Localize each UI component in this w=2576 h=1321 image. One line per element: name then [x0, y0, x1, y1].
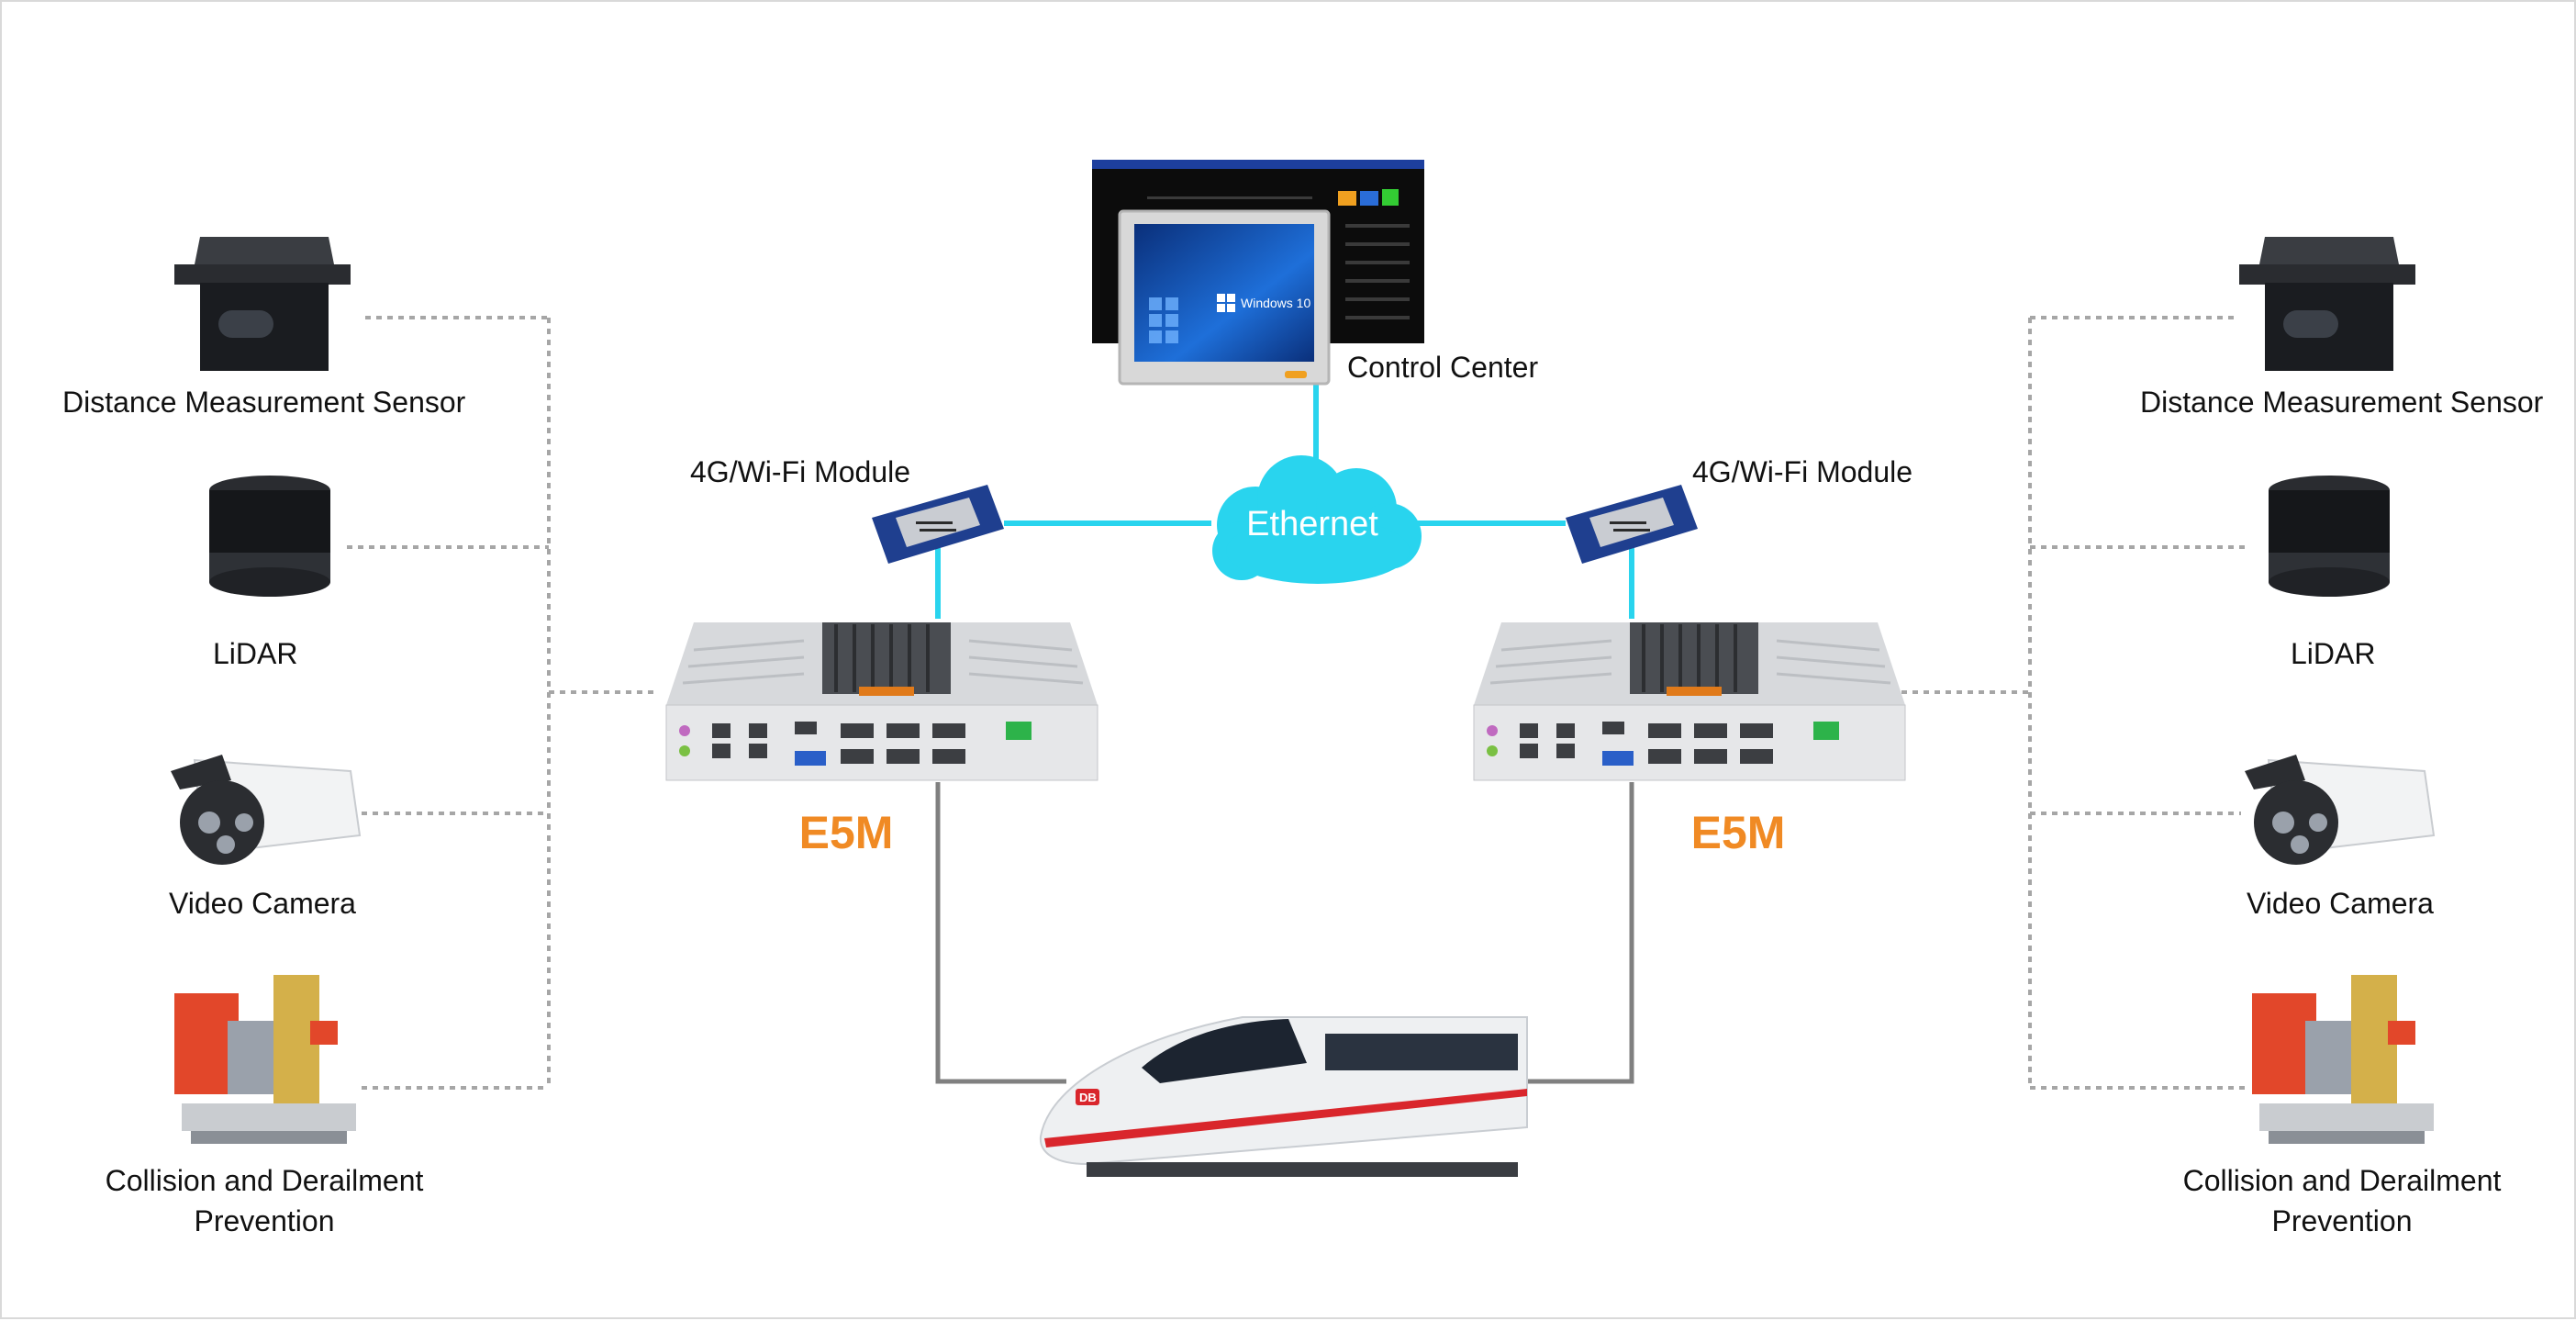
left-train-wire: [935, 782, 1066, 1084]
right-lidar-label: LiDAR: [2291, 637, 2376, 670]
left-module-label: 4G/Wi-Fi Module: [690, 455, 911, 488]
control-center-label: Control Center: [1347, 351, 1539, 384]
right-video-camera-label: Video Camera: [2247, 887, 2434, 920]
right-collision-prevention-label: Collision and Derailment Prevention: [2182, 1164, 2502, 1237]
left-lidar-label: LiDAR: [213, 637, 298, 670]
train-logo: DB: [1079, 1091, 1097, 1104]
left-collision-prevention-icon: [174, 975, 356, 1144]
ethernet-cloud-icon: [1212, 455, 1422, 584]
left-distance-sensor-label: Distance Measurement Sensor: [62, 386, 466, 419]
right-module-label: 4G/Wi-Fi Module: [1692, 455, 1913, 488]
right-e5m-label: E5M: [1690, 807, 1786, 858]
left-video-camera-label: Video Camera: [169, 887, 356, 920]
left-e5m-computer-icon: [665, 622, 1098, 781]
left-collision-prevention-label: Collision and Derailment Prevention: [105, 1164, 424, 1237]
right-distance-sensor-label: Distance Measurement Sensor: [2140, 386, 2544, 419]
left-4g-wifi-module-icon: [872, 485, 1004, 564]
control-center-icon: Windows 10: [1092, 160, 1424, 386]
control-center-screen-text: Windows 10: [1241, 296, 1310, 310]
ethernet-label: Ethernet: [1246, 505, 1378, 543]
train-icon: DB: [1039, 1016, 1528, 1177]
right-e5m-computer-icon: [1473, 622, 1906, 781]
right-distance-sensor-icon: [2239, 237, 2415, 371]
left-video-camera-icon: [171, 755, 362, 865]
right-train-wire: [1516, 782, 1634, 1084]
left-distance-sensor-icon: [174, 237, 351, 371]
left-lidar-icon: [209, 476, 330, 597]
left-e5m-label: E5M: [798, 807, 894, 858]
right-video-camera-icon: [2245, 755, 2436, 865]
right-collision-prevention-icon: [2252, 975, 2434, 1144]
right-lidar-icon: [2269, 476, 2390, 597]
right-4g-wifi-module-icon: [1566, 485, 1698, 564]
